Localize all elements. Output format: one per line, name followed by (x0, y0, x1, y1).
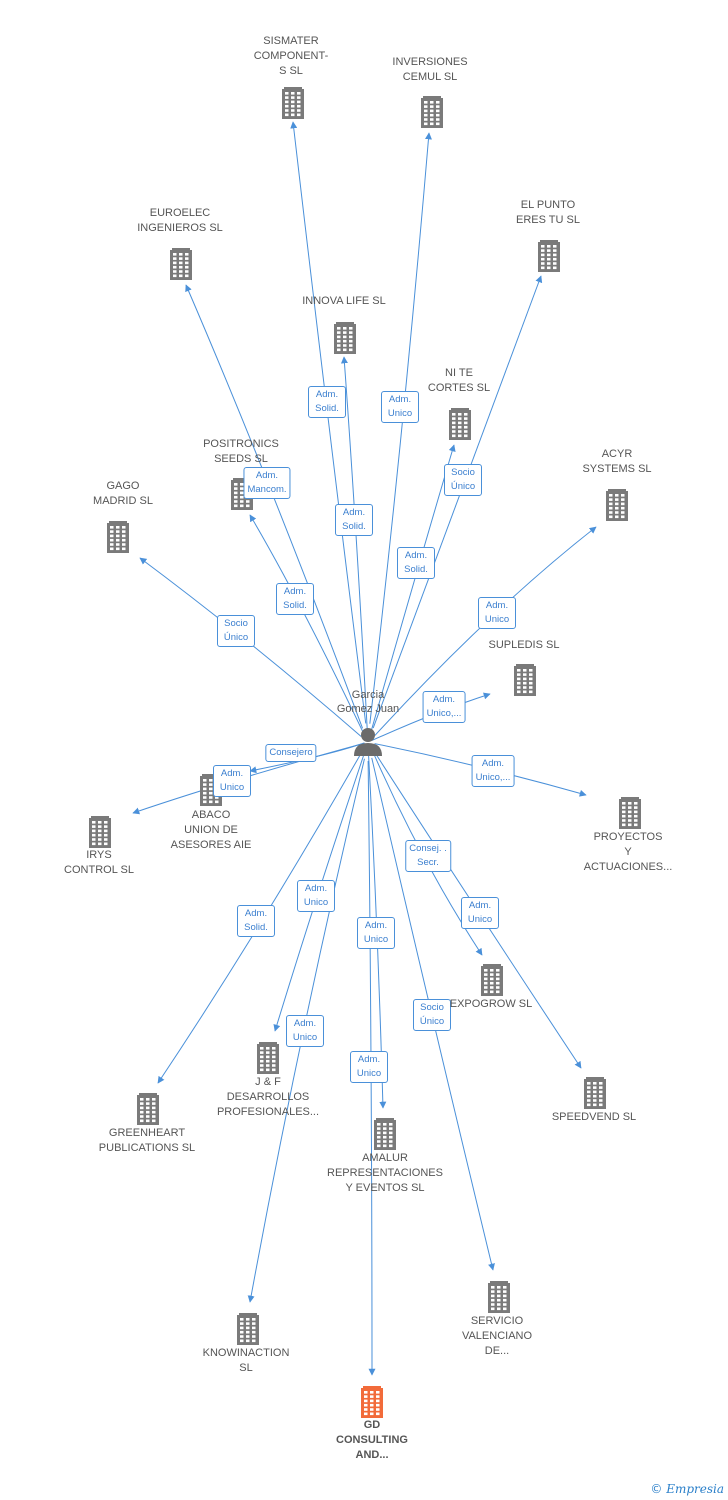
company-label-positronics[interactable]: POSITRONICS SEEDS SL (203, 438, 279, 465)
edge-label-nite[interactable]: Adm. Solid. (397, 547, 435, 579)
company-label-jf[interactable]: J & F DESARROLLOS PROFESIONALES... (216, 1076, 320, 1118)
edge-label-expogrow[interactable]: Consej. . Secr. (405, 840, 451, 872)
company-label-amalur[interactable]: AMALUR REPRESENTACIONES Y EVENTOS SL (327, 1152, 443, 1194)
building-icon-amalur[interactable] (374, 1118, 396, 1150)
building-icon-irys[interactable] (89, 816, 111, 848)
edge-label-acyr[interactable]: Adm. Unico (478, 597, 516, 629)
edge-label-innova[interactable]: Adm. Solid. (335, 504, 373, 536)
edge-inversiones (369, 132, 432, 724)
building-icon-acyr[interactable] (606, 489, 628, 521)
edge-sismater (290, 121, 367, 724)
edge-label-knowinaction[interactable]: Adm. Unico (286, 1015, 324, 1047)
building-icon-jf[interactable] (257, 1042, 279, 1074)
building-icon-inversiones[interactable] (421, 96, 443, 128)
company-label-irys[interactable]: IRYS CONTROL SL (64, 849, 134, 876)
edge-label-gd[interactable]: Adm. Unico (350, 1051, 388, 1083)
building-icon-proyectos[interactable] (619, 797, 641, 829)
edge-label-elpunto[interactable]: Socio Único (444, 464, 482, 496)
company-label-gd[interactable]: GD CONSULTING AND... (336, 1419, 408, 1461)
building-icon-servicio[interactable] (488, 1281, 510, 1313)
building-icon-gd[interactable] (361, 1386, 383, 1418)
company-label-sismater[interactable]: SISMATER COMPONENT- S SL (253, 35, 329, 77)
building-icon-supledis[interactable] (514, 664, 536, 696)
building-icon-innova[interactable] (334, 322, 356, 354)
edge-label-abaco[interactable]: Consejero (265, 744, 317, 762)
company-label-nite[interactable]: NI TE CORTES SL (427, 367, 491, 394)
building-icon-sismater[interactable] (282, 87, 304, 119)
edge-label-servicio[interactable]: Socio Único (413, 999, 451, 1031)
company-label-speedvend[interactable]: SPEEDVEND SL (551, 1111, 637, 1123)
company-label-inversiones[interactable]: INVERSIONES CEMUL SL (392, 56, 468, 83)
company-label-knowinaction[interactable]: KNOWINACTION SL (202, 1347, 290, 1374)
nodes-layer (89, 87, 641, 1418)
company-label-gago[interactable]: GAGO MADRID SL (93, 480, 153, 507)
edge-label-irys[interactable]: Adm. Unico (213, 765, 251, 797)
building-icon-nite[interactable] (449, 408, 471, 440)
edge-label-jf[interactable]: Adm. Unico (297, 880, 335, 912)
edge-label-speedvend[interactable]: Adm. Unico (461, 897, 499, 929)
brand-footer: © Empresia (650, 1482, 724, 1496)
company-label-abaco[interactable]: ABACO UNION DE ASESORES AIE (170, 809, 252, 851)
building-icon-expogrow[interactable] (481, 964, 503, 996)
company-label-elpunto[interactable]: EL PUNTO ERES TU SL (516, 199, 580, 226)
building-icon-knowinaction[interactable] (237, 1313, 259, 1345)
center-person-label[interactable]: Garcia Gomez Juan (336, 689, 400, 715)
brand-logo: Empresia (666, 1482, 724, 1496)
edge-label-euroelec[interactable]: Adm. Mancom. (243, 467, 291, 499)
edge-label-greenheart[interactable]: Adm. Solid. (237, 905, 275, 937)
edge-label-positronics[interactable]: Adm. Solid. (276, 583, 314, 615)
company-label-proyectos[interactable]: PROYECTOS Y ACTUACIONES... (583, 831, 673, 873)
edge-label-amalur[interactable]: Adm. Unico (357, 917, 395, 949)
edge-label-gago[interactable]: Socio Único (217, 615, 255, 647)
building-icon-elpunto[interactable] (538, 240, 560, 272)
edge-innova (340, 356, 368, 731)
edge-label-supledis[interactable]: Adm. Unico,... (422, 691, 466, 723)
edge-label-proyectos[interactable]: Adm. Unico,... (471, 755, 515, 787)
company-label-greenheart[interactable]: GREENHEART PUBLICATIONS SL (98, 1127, 196, 1154)
company-label-supledis[interactable]: SUPLEDIS SL (488, 639, 560, 651)
company-label-innova[interactable]: INNOVA LIFE SL (302, 295, 386, 307)
edge-label-inversiones[interactable]: Adm. Unico (381, 391, 419, 423)
company-label-euroelec[interactable]: EUROELEC INGENIEROS SL (137, 207, 223, 234)
edge-label-sismater[interactable]: Adm. Solid. (308, 386, 346, 418)
person-icon[interactable] (354, 728, 382, 756)
edge-elpunto (372, 275, 543, 729)
company-label-servicio[interactable]: SERVICIO VALENCIANO DE... (461, 1315, 533, 1357)
building-icon-gago[interactable] (107, 521, 129, 553)
building-icon-euroelec[interactable] (170, 248, 192, 280)
copyright-icon: © (650, 1482, 663, 1496)
building-icon-greenheart[interactable] (137, 1093, 159, 1125)
company-label-acyr[interactable]: ACYR SYSTEMS SL (582, 448, 652, 475)
company-label-expogrow[interactable]: EXPOGROW SL (449, 998, 533, 1010)
building-icon-speedvend[interactable] (584, 1077, 606, 1109)
